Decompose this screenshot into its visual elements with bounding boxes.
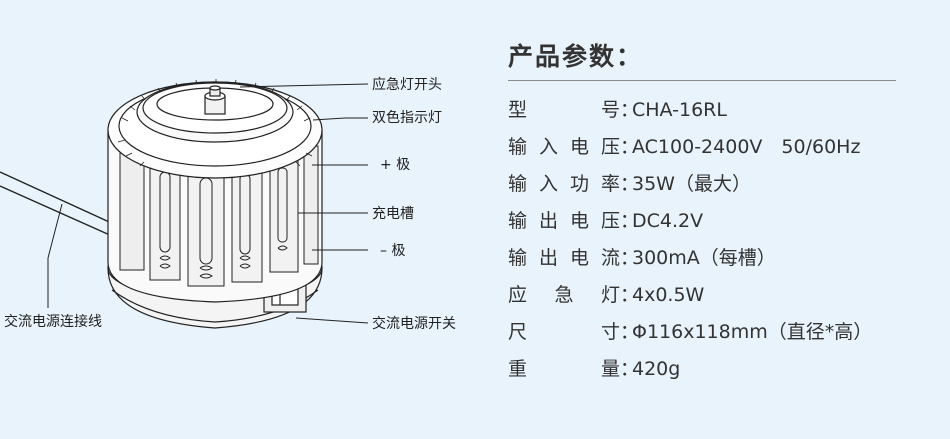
spec-value: AC100-2400V 50/60Hz bbox=[632, 136, 861, 158]
callout-emergency-switch: 应急灯开头 bbox=[372, 77, 442, 93]
callout-lines bbox=[47, 83, 369, 324]
spec-colon: ： bbox=[620, 321, 640, 343]
spec-label: 输出电流 bbox=[508, 247, 620, 269]
spec-row-weight: 重 量：420g bbox=[508, 351, 872, 388]
spec-label: 输出电压 bbox=[508, 210, 620, 232]
spec-value: 300mA（每槽） bbox=[632, 247, 776, 269]
spec-row-dimensions: 尺 寸：Φ116x118mm（直径*高） bbox=[508, 314, 872, 351]
spec-value: 420g bbox=[632, 358, 681, 380]
product-diagram: 应急灯开头 双色指示灯 + 极 充电槽 – 极 交流电源连接线 交流电源开关 bbox=[0, 77, 456, 332]
spec-colon: ： bbox=[620, 247, 640, 269]
spec-colon: ： bbox=[620, 136, 640, 158]
spec-row-input-power: 输入功率：35W（最大） bbox=[508, 166, 872, 203]
spec-value: DC4.2V bbox=[632, 210, 704, 232]
spec-list: 型 号：CHA-16RL 输入电压：AC100-2400V 50/60Hz 输入… bbox=[508, 92, 872, 388]
callout-charging-slot: 充电槽 bbox=[372, 206, 414, 222]
spec-colon: ： bbox=[620, 173, 640, 195]
spec-label: 型 号 bbox=[508, 99, 620, 121]
spec-value: 4x0.5W bbox=[632, 284, 705, 306]
spec-value: CHA-16RL bbox=[632, 99, 727, 121]
spec-row-output-current: 输出电流：300mA（每槽） bbox=[508, 240, 872, 277]
callout-dual-indicator: 双色指示灯 bbox=[372, 110, 442, 126]
spec-divider bbox=[508, 80, 896, 81]
spec-label: 输入电压 bbox=[508, 136, 620, 158]
spec-colon: ： bbox=[620, 99, 640, 121]
callout-positive-pole: + 极 bbox=[380, 157, 411, 173]
spec-value: Φ116x118mm（直径*高） bbox=[632, 321, 873, 343]
spec-colon: ： bbox=[620, 358, 640, 380]
spec-row-model: 型 号：CHA-16RL bbox=[508, 92, 872, 129]
spec-row-emergency-light: 应 急 灯：4x0.5W bbox=[508, 277, 872, 314]
spec-label: 输入功率 bbox=[508, 173, 620, 195]
spec-value: 35W（最大） bbox=[632, 173, 751, 195]
spec-row-input-voltage: 输入电压：AC100-2400V 50/60Hz bbox=[508, 129, 872, 166]
callout-ac-switch: 交流电源开关 bbox=[372, 316, 456, 332]
spec-title: 产品参数： bbox=[508, 42, 644, 71]
spec-row-output-voltage: 输出电压：DC4.2V bbox=[508, 203, 872, 240]
spec-label: 尺 寸 bbox=[508, 321, 620, 343]
charger-illustration bbox=[0, 79, 369, 329]
spec-colon: ： bbox=[620, 284, 640, 306]
spec-label: 应 急 灯 bbox=[508, 284, 620, 306]
callout-negative-pole: – 极 bbox=[380, 243, 406, 259]
spec-label: 重 量 bbox=[508, 358, 620, 380]
charger-drawing bbox=[0, 79, 323, 329]
spec-colon: ： bbox=[620, 210, 640, 232]
spec-panel: 产品参数： 型 号：CHA-16RL 输入电压：AC100-2400V 50/6… bbox=[508, 40, 908, 380]
callout-ac-cable: 交流电源连接线 bbox=[4, 314, 102, 330]
